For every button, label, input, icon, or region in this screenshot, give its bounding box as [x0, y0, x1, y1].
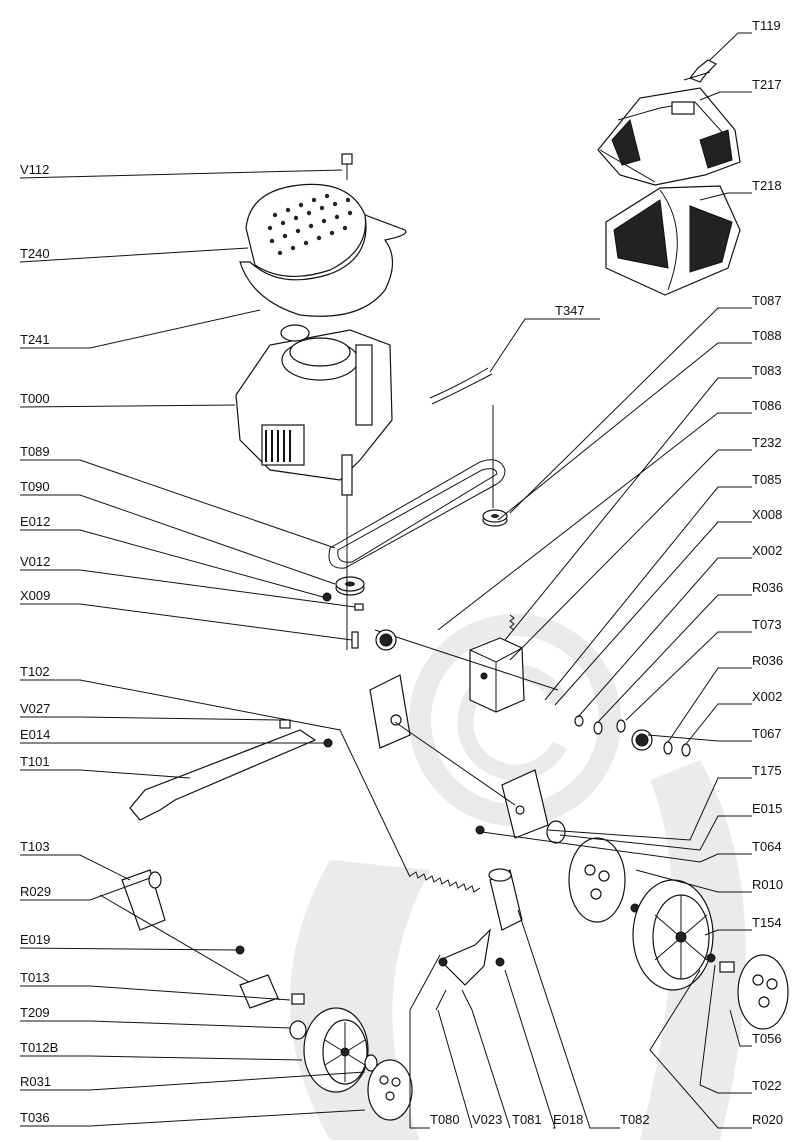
- rear-hubcap: [475, 820, 626, 923]
- label-T073: T073: [752, 617, 782, 632]
- label-T022: T022: [752, 1078, 782, 1093]
- lower-pulley: [335, 576, 365, 596]
- label-R010: R010: [752, 877, 783, 892]
- label-R036-a: R036: [752, 580, 783, 595]
- label-T083: T083: [752, 363, 782, 378]
- label-R036-b: R036: [752, 653, 783, 668]
- label-X002-a: X002: [752, 543, 782, 558]
- bracket-left: [369, 674, 411, 749]
- label-T000: T000: [20, 391, 50, 406]
- label-R029: R029: [20, 884, 51, 899]
- label-V023: V023: [472, 1112, 502, 1127]
- screw-v112: [341, 153, 353, 180]
- grass-bag-bottom: [605, 185, 741, 296]
- label-T086: T086: [752, 398, 782, 413]
- leader-lines: [19, 32, 752, 1129]
- label-E015: E015: [752, 801, 782, 816]
- label-T103: T103: [20, 839, 50, 854]
- label-T080: T080: [430, 1112, 460, 1127]
- label-T056: T056: [752, 1031, 782, 1046]
- label-E012: E012: [20, 514, 50, 529]
- label-E014: E014: [20, 727, 50, 742]
- adjust-knob: [488, 868, 523, 931]
- air-filter-element: [239, 214, 407, 317]
- upper-pulley: [482, 405, 508, 527]
- label-T013: T013: [20, 970, 50, 985]
- label-X002-b: X002: [752, 689, 782, 704]
- label-V012: V012: [20, 554, 50, 569]
- label-T232: T232: [752, 435, 782, 450]
- label-T088: T088: [752, 328, 782, 343]
- front-wheel: [303, 1007, 369, 1093]
- label-X008: X008: [752, 507, 782, 522]
- label-E019: E019: [20, 932, 50, 947]
- throttle-cable: [429, 367, 493, 405]
- front-axle-hardware: [235, 945, 307, 1040]
- label-T154: T154: [752, 915, 782, 930]
- label-T012B: T012B: [20, 1040, 58, 1055]
- sprocket-left: [375, 629, 397, 651]
- label-T082: T082: [620, 1112, 650, 1127]
- part-labels: T119 T217 V112 T218 T240 T347 T241 T087 …: [20, 18, 783, 1127]
- label-T085: T085: [752, 472, 782, 487]
- label-T102: T102: [20, 664, 50, 679]
- label-T036: T036: [20, 1110, 50, 1125]
- rear-wheel-hardware: [706, 953, 789, 1030]
- bracket-right: [501, 769, 549, 839]
- height-lever: [435, 928, 505, 1011]
- grass-bag-top: [597, 87, 741, 186]
- label-V112: V112: [20, 162, 49, 177]
- label-T347: T347: [555, 303, 585, 318]
- label-T089: T089: [20, 444, 50, 459]
- rear-axle: [394, 721, 516, 806]
- label-V027: V027: [20, 701, 50, 716]
- label-T209: T209: [20, 1005, 50, 1020]
- air-filter-cover: [245, 183, 367, 278]
- label-T240: T240: [20, 246, 50, 261]
- tension-spring: [509, 614, 515, 631]
- height-adjust-arm: [129, 719, 333, 821]
- label-E018: E018: [553, 1112, 583, 1127]
- gearbox: [374, 629, 559, 713]
- label-T119: T119: [752, 18, 781, 33]
- engine-block: [235, 324, 393, 496]
- label-R020: R020: [752, 1112, 783, 1127]
- small-hardware-e012: [322, 592, 364, 649]
- label-T217: T217: [752, 77, 782, 92]
- label-T218: T218: [752, 178, 782, 193]
- label-T064: T064: [752, 839, 782, 854]
- label-T090: T090: [20, 479, 50, 494]
- washers-row: [574, 715, 691, 757]
- height-spring: [409, 871, 481, 893]
- label-R031: R031: [20, 1074, 51, 1089]
- label-X009: X009: [20, 588, 50, 603]
- label-T067: T067: [752, 726, 782, 741]
- front-axle-bracket: [99, 869, 281, 1009]
- label-T101: T101: [20, 754, 50, 769]
- rear-wheel: [630, 879, 714, 991]
- grass-bag-clip: [683, 59, 718, 83]
- label-T241: T241: [20, 332, 50, 347]
- label-T175: T175: [752, 763, 782, 778]
- label-T081: T081: [512, 1112, 542, 1127]
- label-T087: T087: [752, 293, 782, 308]
- front-hubcap: [364, 1054, 413, 1121]
- drive-belt: [328, 459, 506, 569]
